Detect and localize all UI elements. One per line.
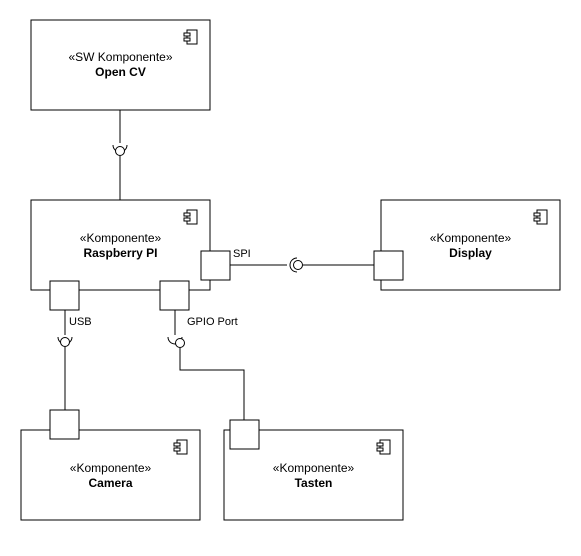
port-tasten[interactable] xyxy=(229,419,260,450)
component-box xyxy=(223,429,404,521)
lollipop-icon xyxy=(293,260,303,270)
lollipop-icon xyxy=(60,337,70,347)
port-spi-label: SPI xyxy=(233,248,251,260)
component-name: Open CV xyxy=(95,65,146,79)
connector-line xyxy=(179,348,245,420)
component-box xyxy=(30,19,211,111)
connector-usb-camera xyxy=(57,310,73,410)
port-usb-label: USB xyxy=(69,316,92,328)
connector-spi-display xyxy=(230,257,374,273)
lollipop-icon xyxy=(115,146,125,156)
component-name: Tasten xyxy=(295,476,333,490)
component-stereotype: «Komponente» xyxy=(430,231,512,245)
component-box xyxy=(30,199,211,291)
socket-icon xyxy=(289,257,298,273)
component-name: Camera xyxy=(88,476,132,490)
component-tasten[interactable]: «Komponente» Tasten xyxy=(223,429,404,521)
component-stereotype: «Komponente» xyxy=(273,461,355,475)
lollipop-icon xyxy=(175,338,185,348)
connector-opencv-raspberry xyxy=(112,110,128,200)
component-stereotype: «SW Komponente» xyxy=(68,50,172,64)
component-opencv[interactable]: «SW Komponente» Open CV xyxy=(30,19,211,111)
component-raspberry-pi[interactable]: «Komponente» Raspberry PI xyxy=(30,199,211,291)
port-display[interactable] xyxy=(373,250,404,281)
port-gpio-label: GPIO Port xyxy=(187,316,238,328)
port-spi[interactable] xyxy=(200,250,231,281)
port-camera[interactable] xyxy=(49,409,80,440)
component-name: Raspberry PI xyxy=(83,246,157,260)
component-name: Display xyxy=(449,246,492,260)
component-stereotype: «Komponente» xyxy=(70,461,152,475)
component-display[interactable]: «Komponente» Display xyxy=(380,199,561,291)
component-stereotype: «Komponente» xyxy=(80,231,162,245)
component-camera[interactable]: «Komponente» Camera xyxy=(20,429,201,521)
port-gpio[interactable] xyxy=(159,280,190,311)
port-usb[interactable] xyxy=(49,280,80,311)
component-box xyxy=(20,429,201,521)
connector-gpio-tasten xyxy=(167,310,245,420)
component-box xyxy=(380,199,561,291)
